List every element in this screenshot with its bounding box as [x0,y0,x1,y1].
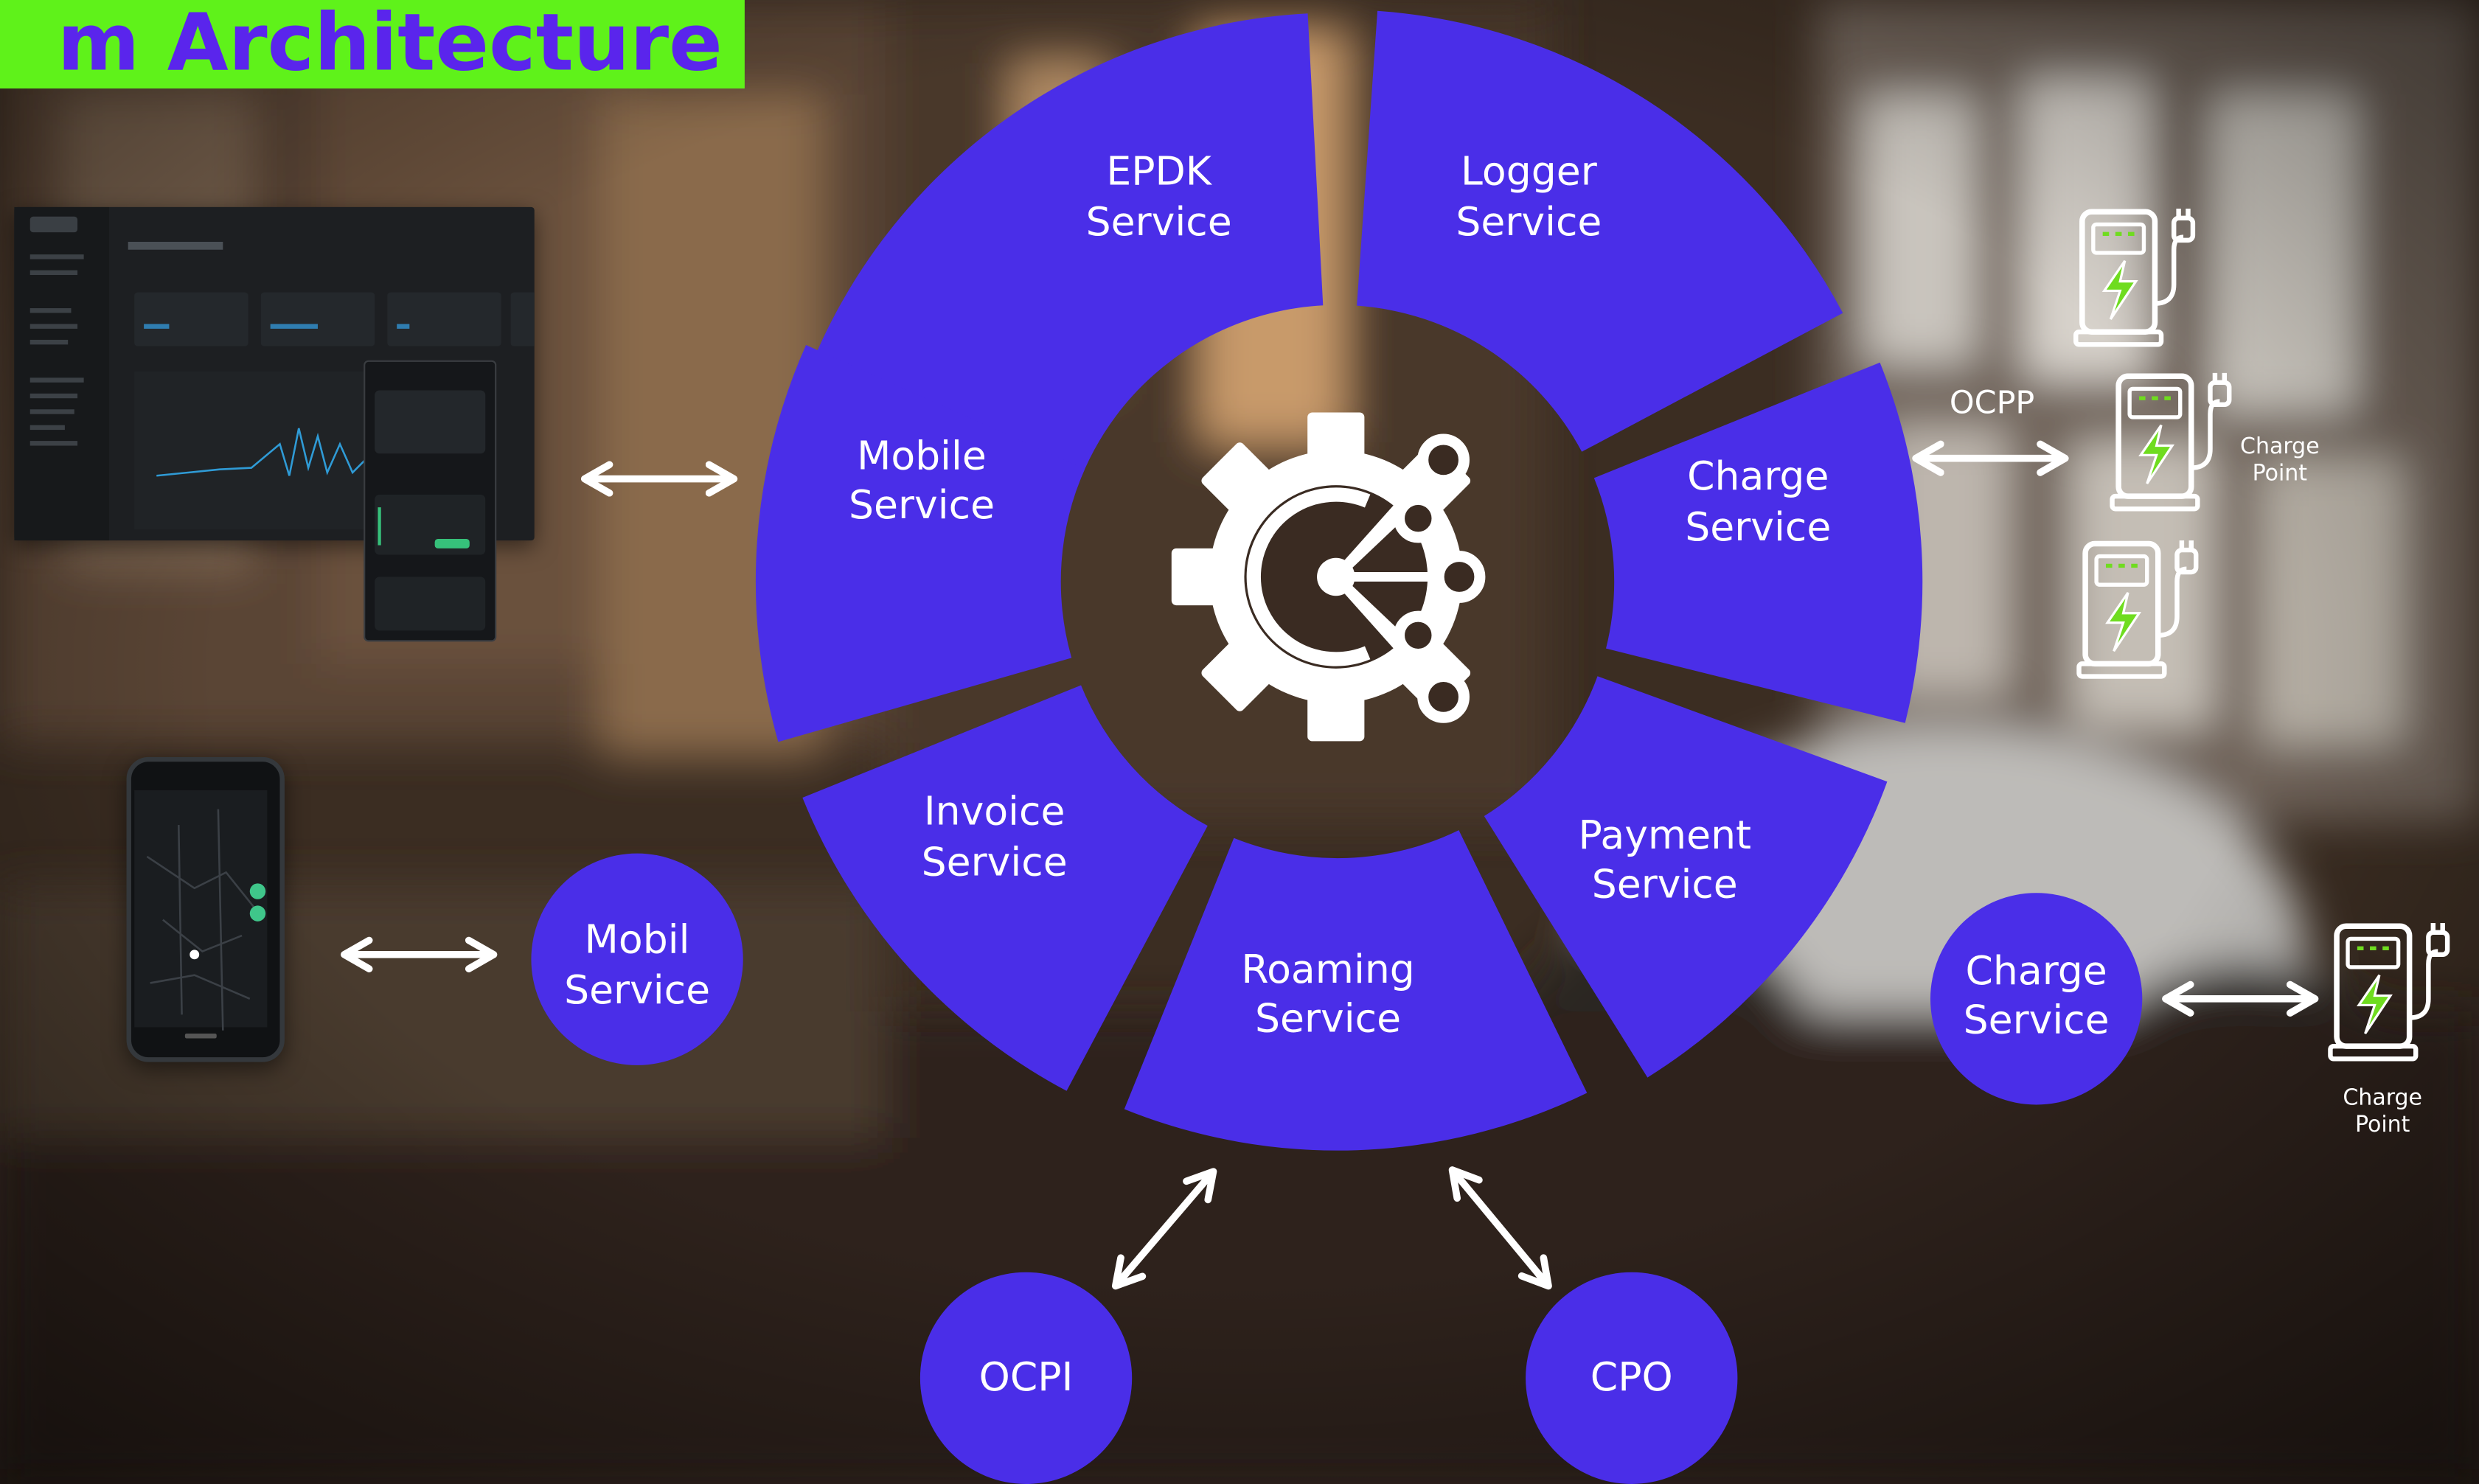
dashboard-mobile-mockup [364,360,497,642]
mobil-service-node: Mobil Service [531,853,743,1065]
ocpp-label: OCPP [1950,384,2034,421]
charge-service-line2: Service [1685,504,1831,550]
charging-station-icon [2110,372,2232,512]
map-illustration [134,790,268,1039]
cpo-arrow [1448,1166,1552,1290]
charging-station-icon [2076,540,2199,679]
page-title: m Architecture [57,0,723,89]
payment-service-line1: Payment [1578,812,1751,858]
mobil-service-line1: Mobil [585,916,690,962]
invoice-service-segment [802,685,1208,1091]
charging-station-icon [2328,922,2450,1062]
dashboard-illustration [14,206,543,541]
service-ring: EPDKServiceLoggerServiceChargeServicePay… [755,10,1923,1151]
dashboard-screenshot [14,206,543,541]
charge-service-node: Charge Service [1930,893,2143,1105]
mobil-service-line2: Service [564,966,710,1013]
roaming-service-line2: Service [1255,995,1401,1042]
cpo-node: CPO [1526,1272,1738,1484]
ocpi-arrow [1111,1168,1217,1290]
charge-point-label-1-line1: Charge [2240,433,2320,459]
phone-map-mockup [126,756,285,1062]
cpo-label: CPO [1590,1354,1673,1400]
epdk-service-segment [802,13,1324,487]
roaming-service-line1: Roaming [1241,946,1415,992]
charging-station-icon [2073,208,2196,347]
charge-service-segment [1593,362,1923,723]
charge-service-line1: Charge [1687,453,1829,499]
charge-point-label-1-line2: Point [2253,461,2308,487]
title-banner: m Architecture [0,0,745,89]
invoice-service-line2: Service [922,838,1068,885]
charge-service-line2: Service [1964,997,2110,1043]
mobile-service-segment [755,345,1085,742]
gear-network-icon [1171,412,1486,742]
charge-point-label-2-line2: Point [2355,1112,2410,1138]
mobile-mockup-illustration [375,390,486,631]
mobile-service-line2: Service [849,481,995,528]
payment-service-segment [1484,676,1888,1078]
logger-service-line1: Logger [1461,147,1598,194]
epdk-service-line1: EPDK [1106,147,1212,194]
epdk-service-line2: Service [1086,198,1232,245]
invoice-service-line1: Invoice [924,788,1065,835]
roaming-service-segment [1124,830,1588,1151]
charge-point-label-2-line1: Charge [2343,1084,2422,1110]
logger-service-segment [1357,10,1843,452]
mobile-service-line1: Mobile [857,432,987,478]
charge-service-line1: Charge [1965,947,2107,994]
ocpi-label: OCPI [979,1354,1074,1400]
payment-service-line2: Service [1592,860,1738,907]
logger-service-line2: Service [1456,198,1602,245]
ocpi-node: OCPI [919,1272,1133,1484]
